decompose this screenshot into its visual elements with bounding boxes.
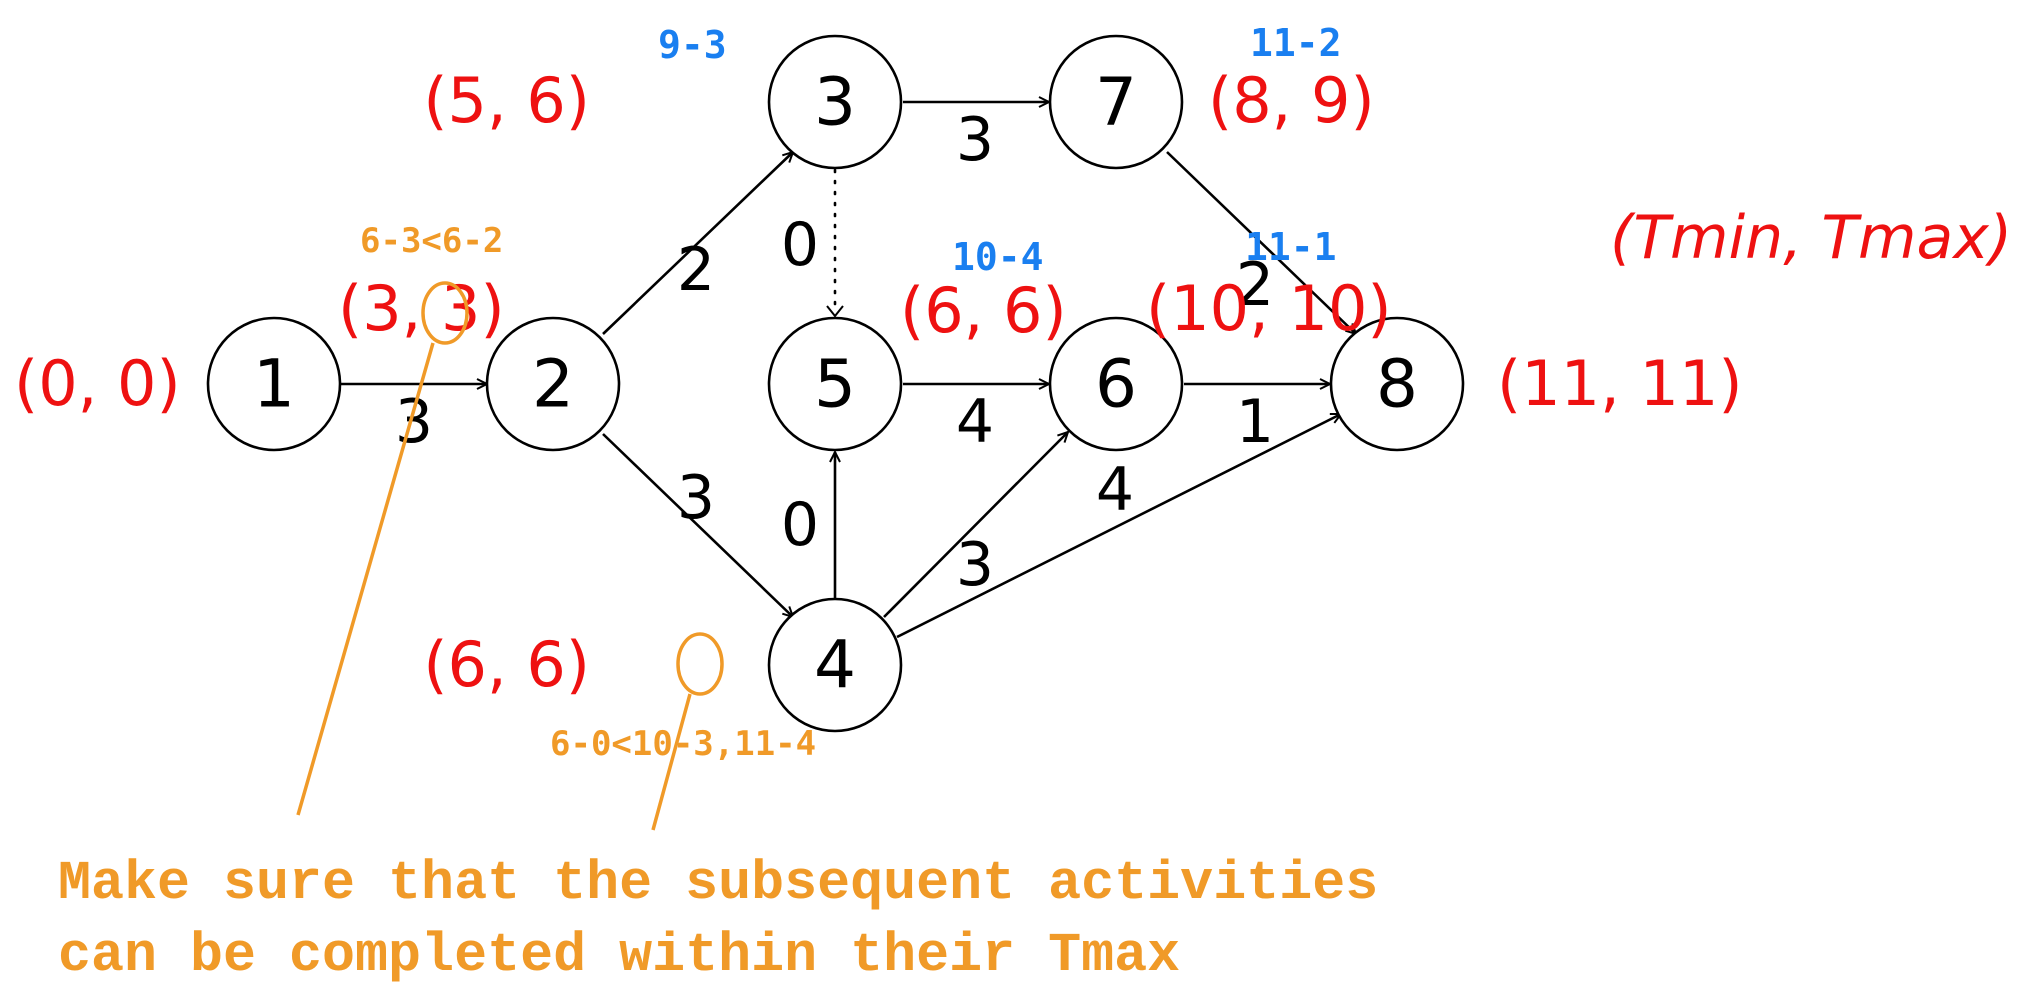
calc-node-4: 6-0<10-3,11-4 xyxy=(550,724,816,764)
legend-tmin-tmax: (Tmin, Tmax) xyxy=(1610,203,2012,273)
node-label: 8 xyxy=(1376,346,1418,423)
time-node-2: (3, 3) xyxy=(338,272,505,345)
node-4: 4 xyxy=(767,597,903,733)
node-label: 6 xyxy=(1095,346,1137,423)
node-label: 7 xyxy=(1095,64,1137,141)
time-pairs: (0, 0) (3, 3) (5, 6) (6, 6) (6, 6) (10, … xyxy=(14,64,1743,701)
edge-2-3 xyxy=(602,152,793,335)
node-label: 2 xyxy=(532,346,574,423)
pointer-line-node-4 xyxy=(651,693,692,831)
node-1: 1 xyxy=(206,316,342,452)
note: Make sure that the subsequent activities… xyxy=(58,852,1378,987)
weight-4-6: 3 xyxy=(956,530,994,600)
calc-node-3: 9-3 xyxy=(658,23,727,67)
node-label: 1 xyxy=(253,346,295,423)
time-node-1: (0, 0) xyxy=(14,347,181,420)
orange-annotations: 6-3<6-2 6-0<10-3,11-4 xyxy=(360,221,816,764)
node-label: 3 xyxy=(814,64,856,141)
weight-4-8: 4 xyxy=(1096,455,1134,525)
time-node-4: (6, 6) xyxy=(423,628,590,701)
nodes: 1 2 3 4 5 6 7 8 xyxy=(206,34,1465,733)
time-node-6: (10, 10) xyxy=(1146,272,1392,345)
node-2: 2 xyxy=(485,316,621,452)
weight-5-6: 4 xyxy=(956,387,994,457)
time-node-7: (8, 9) xyxy=(1208,64,1375,137)
calc-node-6: 11-1 xyxy=(1245,225,1337,269)
edge-4-8 xyxy=(896,412,1341,639)
node-6: 6 xyxy=(1048,316,1184,452)
highlight-circle-node-4 xyxy=(676,632,724,696)
weight-2-4: 3 xyxy=(677,463,715,533)
weight-6-8: 1 xyxy=(1236,387,1274,457)
weight-3-7: 3 xyxy=(956,105,994,175)
node-7: 7 xyxy=(1048,34,1184,170)
time-node-8: (11, 11) xyxy=(1497,347,1743,420)
edges xyxy=(340,102,1356,639)
calc-node-2: 6-3<6-2 xyxy=(360,221,503,261)
calc-node-5: 10-4 xyxy=(952,235,1044,279)
time-node-3: (5, 6) xyxy=(423,64,590,137)
edge-3-5-arrowhead xyxy=(826,305,844,318)
edge-2-4 xyxy=(602,433,793,617)
weight-2-3: 2 xyxy=(677,235,715,305)
weight-7-8: 2 xyxy=(1236,250,1274,320)
pointer-line-node-2 xyxy=(296,342,435,816)
weight-3-5: 0 xyxy=(781,210,819,280)
highlight-circle-node-2 xyxy=(421,281,469,345)
node-5: 5 xyxy=(767,316,903,452)
time-node-5: (6, 6) xyxy=(900,274,1067,347)
edge-4-6 xyxy=(883,432,1068,618)
weight-4-5: 0 xyxy=(781,490,819,560)
calc-node-7: 11-2 xyxy=(1250,21,1342,65)
node-label: 4 xyxy=(814,627,856,704)
node-label: 5 xyxy=(814,346,856,423)
node-8: 8 xyxy=(1329,316,1465,452)
edge-7-8 xyxy=(1166,151,1356,334)
node-3: 3 xyxy=(767,34,903,170)
edge-weights: 3 2 3 3 0 0 4 3 4 2 1 xyxy=(395,105,1274,600)
weight-1-2: 3 xyxy=(395,387,433,457)
note-line-2: can be completed within their Tmax xyxy=(58,924,1180,987)
note-line-1: Make sure that the subsequent activities xyxy=(58,852,1378,915)
blue-calculations: 9-3 11-2 10-4 11-1 xyxy=(658,21,1342,279)
